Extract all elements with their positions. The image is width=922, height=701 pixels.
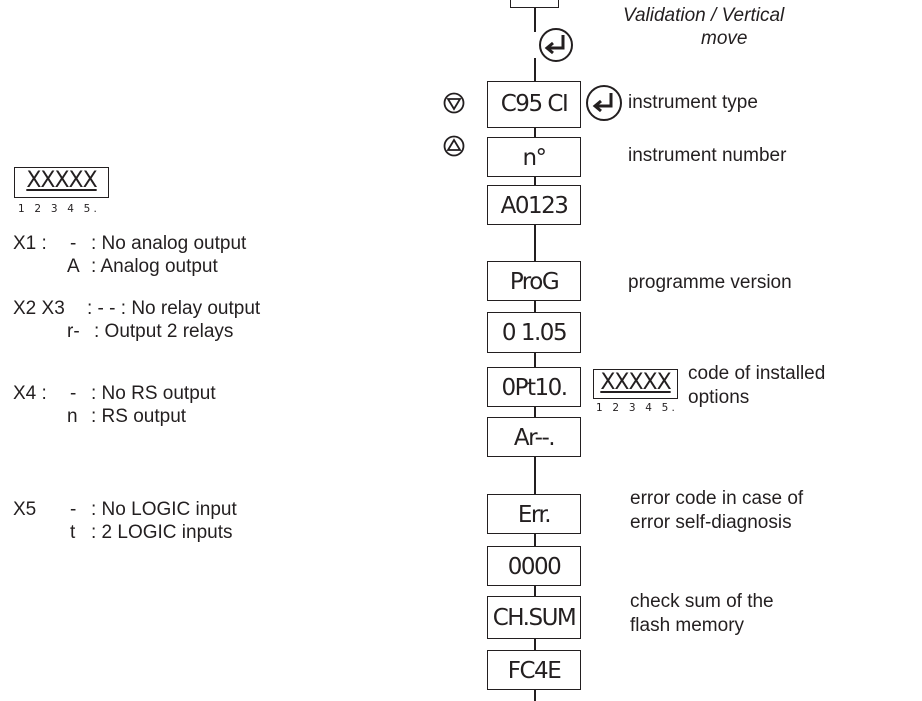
display-options-value: Ar--. (487, 417, 581, 457)
legend-x2x3-a-code: : - - : No relay output (87, 298, 261, 319)
connector-line (534, 353, 536, 367)
programme-version-label: programme version (628, 272, 792, 293)
legend-x5-b-code: t (70, 522, 76, 543)
enter-key-icon (539, 28, 573, 62)
checksum-label-line1: check sum of the (630, 591, 774, 612)
instrument-number-label: instrument number (628, 145, 787, 166)
display-instrument-number: n° (487, 137, 581, 177)
legend-x4-b-text: : RS output (91, 406, 187, 427)
legend-x1-b-code: A (67, 256, 80, 277)
legend-x2x3-b-text: : Output 2 relays (94, 321, 234, 342)
legend-x2x3-b-code: r- (67, 321, 80, 342)
display-programme-version-value: 0 1.05 (487, 312, 581, 353)
installed-options-label-line2: options (688, 387, 750, 408)
legend-x5-a-code: - (70, 499, 77, 520)
legend-x1-a-code: - (70, 233, 77, 254)
display-programme: ProG (487, 261, 581, 301)
legend-x4-key: X4 : (13, 383, 47, 404)
connector-line (534, 8, 536, 32)
display-checksum-value: FC4E (487, 650, 581, 690)
down-arrow-key-icon[interactable] (443, 92, 465, 114)
display-instrument-number-value: A0123 (487, 185, 581, 225)
legend-x5-a-text: : No LOGIC input (91, 499, 237, 520)
connector-line (534, 128, 536, 137)
display-error: Err. (487, 494, 581, 534)
installed-options-label-line1: code of installed (688, 363, 826, 384)
legend-x1-b-text: : Analog output (91, 256, 218, 277)
error-label-line1: error code in case of (630, 488, 804, 509)
checksum-label-line2: flash memory (630, 615, 745, 636)
validation-annotation-line2: move (701, 28, 748, 49)
options-code-box: XXXXX (593, 369, 678, 399)
legend-code-digits: 1 2 3 4 5. (18, 203, 101, 215)
legend-x4-b-code: n (67, 406, 78, 427)
validation-annotation-line1: Validation / Vertical (623, 5, 785, 26)
legend-x1-a-text: : No analog output (91, 233, 247, 254)
display-error-value: 0000 (487, 546, 581, 586)
connector-line (534, 301, 536, 312)
legend-x5-b-text: : 2 LOGIC inputs (91, 522, 233, 543)
legend-x4-a-text: : No RS output (91, 383, 216, 404)
display-checksum: CH.SUM (487, 596, 581, 639)
legend-x5-key: X5 (13, 499, 37, 520)
options-code-digits: 1 2 3 4 5. (596, 402, 679, 414)
legend-x1-key: X1 : (13, 233, 47, 254)
display-instrument-type: C95 CI (487, 81, 581, 128)
connector-line (534, 690, 536, 701)
error-label-line2: error self-diagnosis (630, 512, 792, 533)
legend-code-box: XXXXX (14, 167, 109, 198)
connector-line (534, 534, 536, 546)
connector-line (534, 58, 536, 81)
connector-line (534, 225, 536, 261)
connector-line (534, 177, 536, 185)
enter-key-icon[interactable] (585, 84, 623, 122)
connector-line (534, 586, 536, 596)
connector-line (534, 407, 536, 417)
legend-x2x3-key: X2 X3 (13, 298, 65, 319)
display-options: 0Pt10. (487, 367, 581, 407)
display-box-top (510, 0, 559, 8)
connector-line (534, 457, 536, 494)
legend-x4-a-code: - (70, 383, 77, 404)
connector-line (534, 639, 536, 650)
instrument-type-label: instrument type (628, 92, 758, 113)
up-arrow-key-icon[interactable] (443, 135, 465, 157)
